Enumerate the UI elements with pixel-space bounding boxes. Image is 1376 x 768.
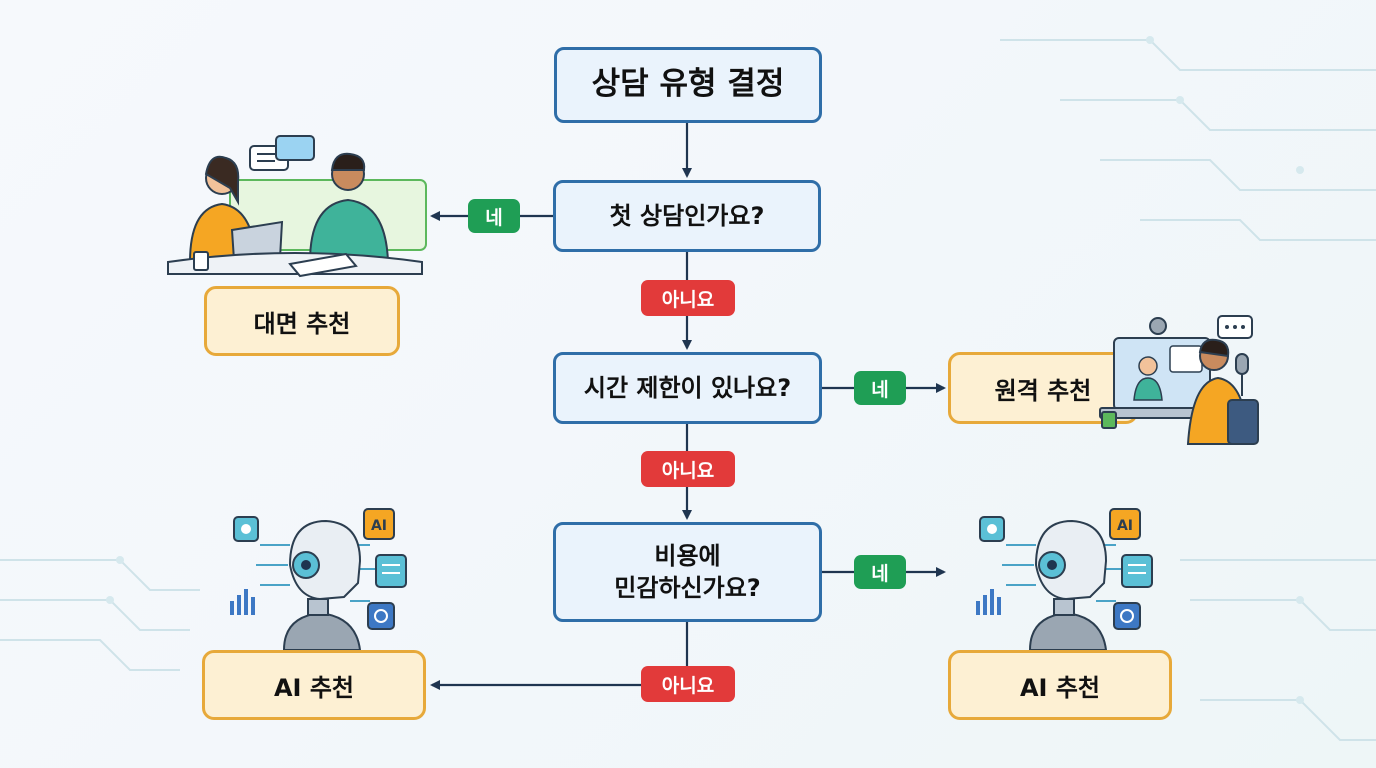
yes-label-q3: 네 <box>854 555 906 589</box>
svg-text:AI: AI <box>371 518 387 534</box>
settings-icon <box>1113 602 1141 630</box>
remote-video-call-illustration <box>1099 315 1259 445</box>
gear-icon <box>233 516 259 542</box>
question-first-consultation: 첫 상담인가요? <box>553 180 821 252</box>
result-in-person: 대면 추천 <box>204 286 400 356</box>
bar-chart-icon <box>976 589 1001 615</box>
no-label-q1: 아니요 <box>641 280 735 316</box>
result-in-person-label: 대면 추천 <box>253 309 351 338</box>
no-label-q2: 아니요 <box>641 451 735 487</box>
settings-icon <box>367 602 395 630</box>
document-icon <box>1121 554 1153 588</box>
chat-bubble-icon <box>249 135 315 171</box>
in-person-meeting-illustration <box>167 135 427 278</box>
no-label-q3: 아니요 <box>641 666 735 702</box>
start-node: 상담 유형 결정 <box>554 47 822 123</box>
bar-chart-icon <box>230 589 255 615</box>
question-time-limit-label: 시간 제한이 있나요? <box>583 373 792 402</box>
webcam-icon <box>1149 317 1167 335</box>
question-cost-sensitive: 비용에 민감하신가요? <box>553 522 822 622</box>
result-remote-label: 원격 추천 <box>994 376 1092 405</box>
microphone-icon <box>1235 353 1249 396</box>
question-time-limit: 시간 제한이 있나요? <box>553 352 822 424</box>
ai-badge-icon: AI <box>1109 508 1141 540</box>
result-ai-right-label: AI 추천 <box>1019 673 1101 702</box>
gear-icon <box>979 516 1005 542</box>
ai-robot-illustration-left: AI <box>230 508 407 650</box>
chat-bubble-icon <box>1217 315 1253 339</box>
start-node-label: 상담 유형 결정 <box>591 66 785 103</box>
result-ai-right: AI 추천 <box>948 650 1172 720</box>
document-icon <box>375 554 407 588</box>
svg-text:AI: AI <box>1117 518 1133 534</box>
ai-badge-icon: AI <box>363 508 395 540</box>
question-first-consultation-label: 첫 상담인가요? <box>609 201 765 230</box>
question-cost-sensitive-line2: 민감하신가요? <box>614 574 761 602</box>
yes-label-q1: 네 <box>468 199 520 233</box>
result-ai-left: AI 추천 <box>202 650 426 720</box>
question-cost-sensitive-line1: 비용에 <box>654 541 721 570</box>
yes-label-q2: 네 <box>854 371 906 405</box>
result-ai-left-label: AI 추천 <box>273 673 355 702</box>
ai-robot-illustration-right: AI <box>976 508 1153 650</box>
